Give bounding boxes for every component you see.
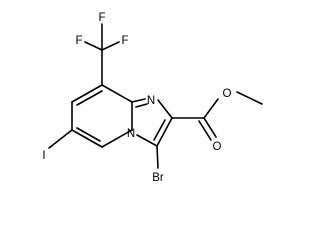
atom-label-o-ester: O <box>223 88 232 100</box>
bond-c8a-n1-double <box>135 103 148 108</box>
atom-label-n-bridge: N <box>127 128 135 140</box>
bond-n1-c2 <box>157 99 173 119</box>
bond-c7-c8-inner <box>76 90 103 106</box>
atom-label-o-carbonyl: O <box>213 141 222 153</box>
bond-c8-c8a <box>101 84 133 103</box>
bond-carbonyl-o-ester <box>203 98 219 119</box>
bond-o-methyl <box>236 91 263 105</box>
bond-n4-c5 <box>101 129 133 148</box>
bond-carbonyl-o-double-2 <box>198 120 212 141</box>
molecule-structure: F F F N N O O I Br <box>42 12 263 184</box>
bond-c3-bromine <box>156 145 159 169</box>
atom-label-f-left: F <box>75 35 82 47</box>
bond-c2-c3 <box>156 117 173 147</box>
bond-c7-c8 <box>71 84 103 103</box>
bond-c5-c6 <box>71 129 103 148</box>
atom-label-iodine: I <box>42 150 45 162</box>
atom-label-n-imidazole: N <box>147 95 155 107</box>
atom-label-f-right: F <box>121 35 128 47</box>
bond-cf3-f-left <box>84 41 103 51</box>
bond-cf3-f-right <box>101 41 120 51</box>
atom-label-bromine: Br <box>152 172 164 184</box>
bond-c8a-n1 <box>131 98 146 103</box>
bond-c3-n4 <box>136 134 158 147</box>
bond-c5-c6-inner <box>76 127 101 142</box>
bond-carbonyl-o-double-1 <box>203 117 217 138</box>
bond-c2-c3-inner <box>153 119 166 141</box>
bond-c6-iodine <box>48 129 73 149</box>
atom-label-f-top: F <box>98 12 105 24</box>
